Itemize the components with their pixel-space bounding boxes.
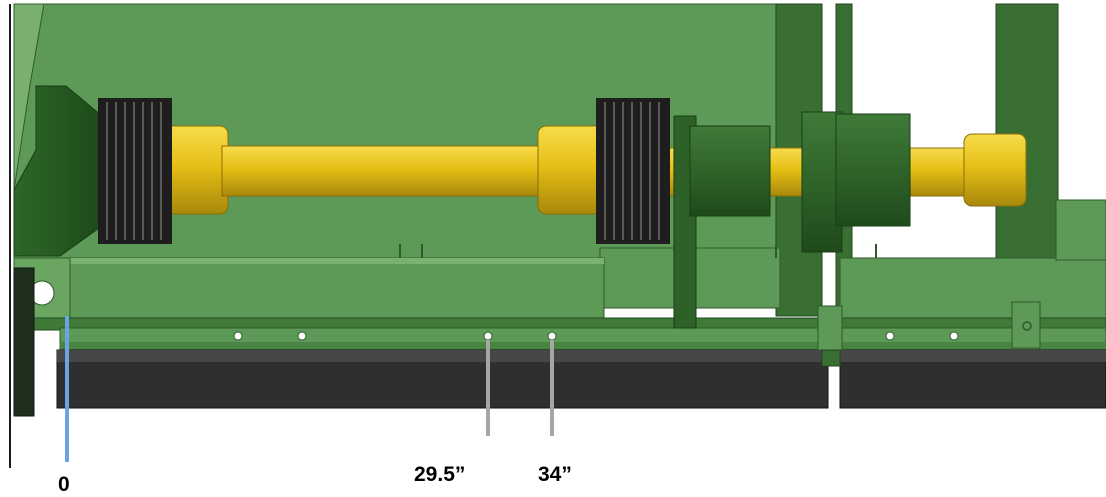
- right-bracket: [1011, 301, 1041, 349]
- center-coupling: [817, 305, 843, 367]
- measurement-label-29-5: 29.5”: [414, 463, 466, 486]
- rail-tabs: [399, 244, 877, 258]
- gearbox-cone: [13, 85, 103, 257]
- bellows-boot-right: [596, 98, 670, 244]
- measurement-label-34: 34”: [538, 463, 572, 486]
- bellows-boot-left: [98, 98, 172, 244]
- zero-reference-label: 0: [58, 473, 70, 496]
- bolt-holes: [233, 331, 959, 341]
- bearing-housings: [673, 111, 911, 329]
- skid-bar: [56, 349, 1106, 409]
- drive-shaft: [161, 125, 1027, 215]
- left-end-plate: [9, 4, 35, 468]
